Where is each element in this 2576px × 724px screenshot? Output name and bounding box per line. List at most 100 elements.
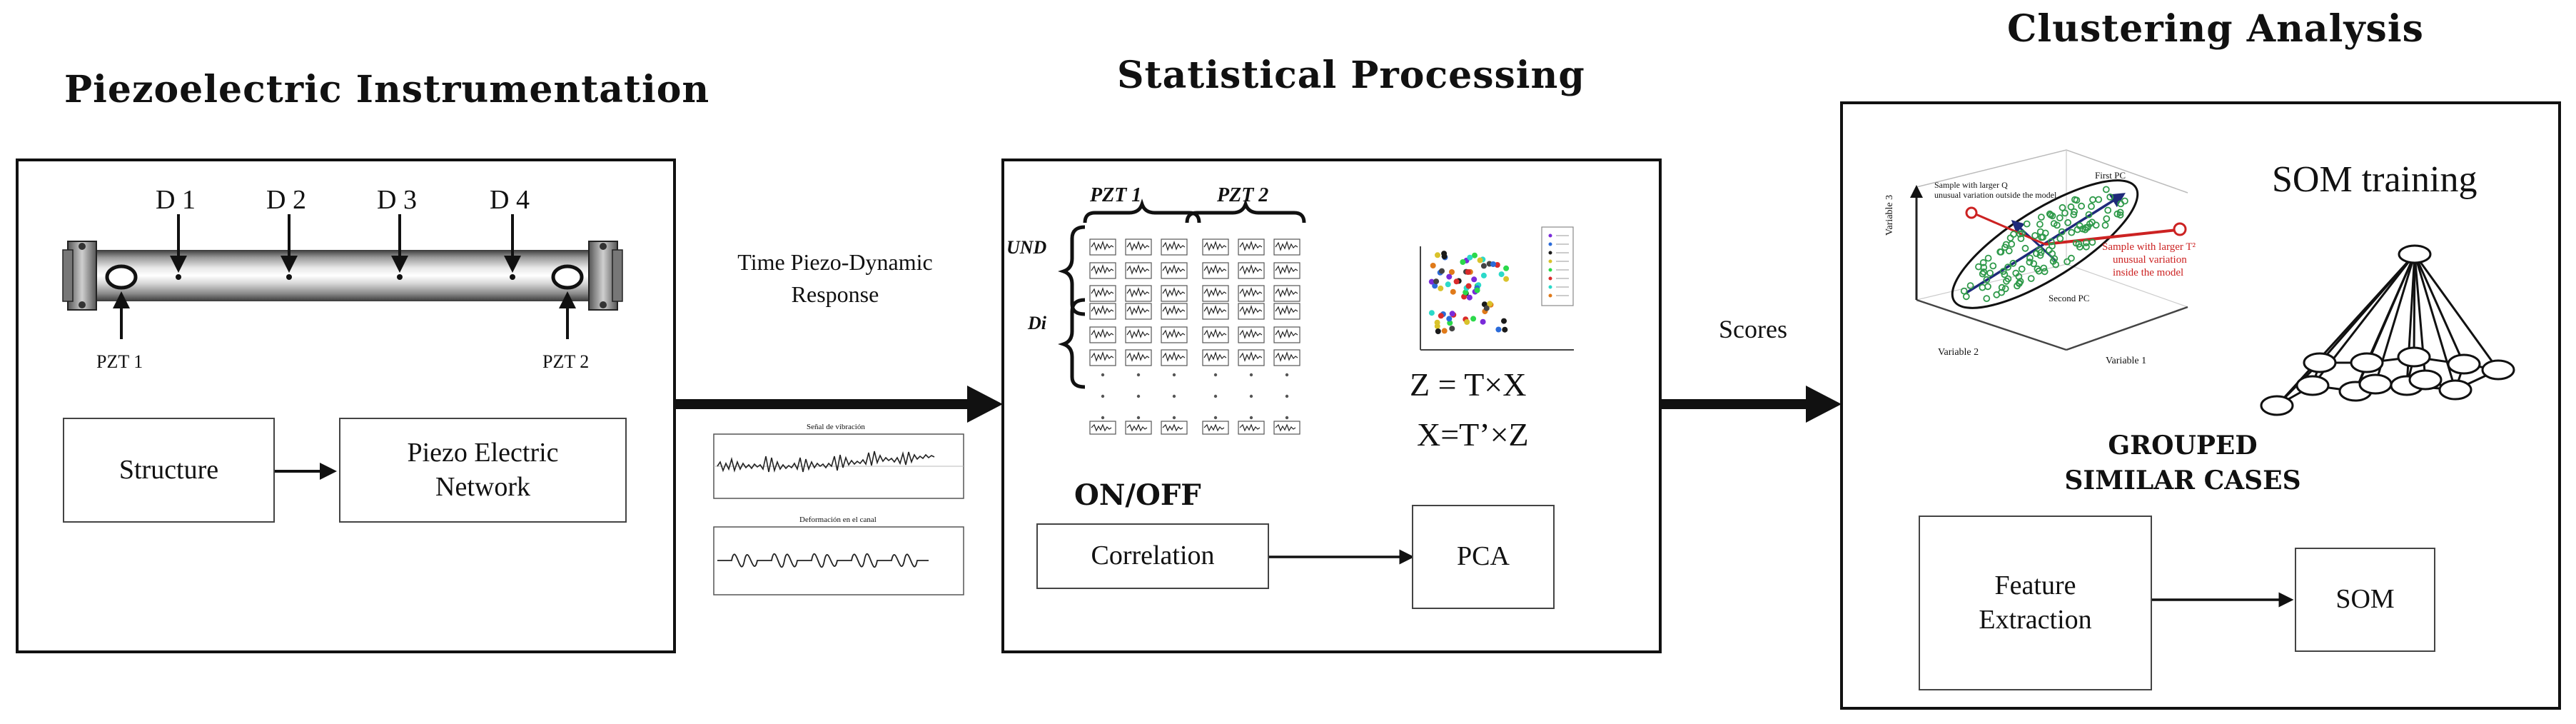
pca-var1-label: Variable 1: [2106, 356, 2147, 366]
pca-sample-point: [2056, 214, 2064, 222]
pca-sample-point: [2088, 238, 2096, 246]
pca-sample-point: [1979, 258, 1987, 266]
heading-statistical: Statistical Processing: [1117, 54, 1585, 97]
pca-sample-point: [2067, 203, 2075, 211]
pca-sample-point: [2116, 211, 2124, 219]
scatter-point: [1467, 254, 1473, 261]
pca-sample-point: [1998, 283, 2006, 291]
pca-sample-point: [2088, 203, 2095, 210]
scatter-point: [1460, 259, 1466, 265]
matrix-pzt1-label: PZT 1: [1090, 184, 1142, 206]
pca-sample-point: [2049, 250, 2056, 258]
matrix-ellipsis: [1101, 373, 1105, 377]
matrix-cell: [1238, 421, 1265, 435]
scatter-point: [1445, 281, 1451, 288]
som-label: SOM: [2335, 584, 2395, 615]
onoff-label: ON/OFF: [1074, 478, 1201, 512]
scatter-point: [1487, 301, 1493, 307]
matrix-cell: [1202, 303, 1229, 320]
scatter-point: [1466, 294, 1473, 301]
pca-sample-point: [2076, 243, 2083, 251]
matrix-cell: [1238, 303, 1265, 320]
pca-sample-point: [2067, 254, 2075, 262]
matrix-cell: [1161, 238, 1188, 256]
som-neuron: [2408, 369, 2443, 391]
matrix-cell: [1238, 262, 1265, 279]
heading-clustering: Clustering Analysis: [2007, 7, 2424, 51]
pca-sample-point: [1979, 283, 1986, 291]
pca-sample-point: [2102, 186, 2110, 193]
scatter-point: [1441, 328, 1448, 334]
matrix-ellipsis: [1249, 373, 1253, 377]
pca-sample-point: [2036, 221, 2044, 228]
pca-sample-point: [1966, 282, 1974, 290]
pca-sample-point: [2047, 211, 2055, 219]
pca-sample-point: [2008, 240, 2016, 248]
pca-sample-point: [1993, 291, 2001, 298]
scatter-point: [1502, 326, 1508, 333]
scatter-point: [1472, 252, 1478, 258]
pca-sample-point: [2086, 220, 2093, 228]
correlation-box: Correlation: [1036, 523, 1269, 589]
equation-1: Z = T×X: [1410, 366, 1527, 403]
som-box: SOM: [2295, 548, 2435, 652]
som-neuron: [2447, 353, 2481, 375]
som-network: [2260, 244, 2515, 416]
matrix-cell: [1125, 349, 1152, 366]
scatter-point: [1430, 263, 1436, 268]
scatter-point: [1477, 257, 1483, 263]
matrix-ellipsis: [1172, 394, 1176, 398]
matrix-ellipsis: [1101, 416, 1105, 420]
matrix-cell: [1125, 303, 1152, 320]
pca-sample-point: [2085, 211, 2093, 218]
matrix-ellipsis: [1172, 373, 1176, 377]
matrix-cell: [1238, 349, 1265, 366]
pzt2-label: PZT 2: [542, 351, 590, 372]
scatter-point: [1465, 283, 1472, 289]
pca-label: PCA: [1457, 541, 1510, 572]
pca-note-t-line2: unusual variation: [2113, 254, 2187, 266]
matrix-und-label: UND: [1006, 237, 1047, 258]
matrix-cell: [1161, 262, 1188, 279]
damage-label-3: D 3: [377, 185, 417, 215]
scatter-point: [1441, 251, 1448, 257]
pca-sample-point: [2082, 243, 2090, 251]
pca-sample-point: [2058, 228, 2066, 236]
matrix-cell: [1273, 326, 1300, 343]
scatter-legend-marker: [1548, 259, 1552, 263]
pca-sample-point: [2095, 196, 2103, 203]
pca-sample-point: [2037, 213, 2045, 221]
som-training-label: SOM training: [2272, 159, 2477, 200]
matrix-cell: [1202, 285, 1229, 302]
pca-note-q-line2: unusual variation outside the model: [1934, 190, 2057, 200]
heading-instrumentation: Piezoelectric Instrumentation: [64, 68, 710, 111]
pca-sample-point: [2068, 228, 2076, 236]
scatter-point: [1490, 261, 1496, 267]
pca-sample-point: [2059, 203, 2066, 211]
pca-sample-point: [1999, 268, 2007, 276]
plot1-title: Señal de vibración: [807, 423, 865, 431]
pca-sample-point: [2092, 221, 2100, 229]
pca-sample-point: [2001, 271, 2009, 278]
matrix-cell: [1238, 326, 1265, 343]
matrix-cell: [1202, 326, 1229, 343]
matrix-cell: [1125, 238, 1152, 256]
matrix-cell: [1125, 285, 1152, 302]
response-line1: Time Piezo-Dynamic: [737, 249, 933, 275]
scatter-point: [1432, 283, 1438, 289]
som-neuron: [2358, 373, 2393, 395]
pca-sample-point: [2038, 233, 2046, 241]
som-link: [2365, 253, 2416, 363]
matrix-cell: [1273, 349, 1300, 366]
matrix-cell: [1089, 326, 1116, 343]
pca-sample-point: [1983, 295, 1991, 303]
scatter-point: [1434, 323, 1440, 329]
pca-sample-point: [2018, 265, 2026, 273]
matrix-pzt2-label: PZT 2: [1217, 184, 1269, 206]
pca-sample-point: [2010, 231, 2017, 238]
pca-sample-point: [2019, 229, 2026, 237]
scatter-point: [1503, 276, 1510, 282]
scatter-point: [1433, 278, 1440, 285]
scatter-point: [1480, 272, 1487, 278]
pca-sample-point: [2030, 260, 2038, 268]
